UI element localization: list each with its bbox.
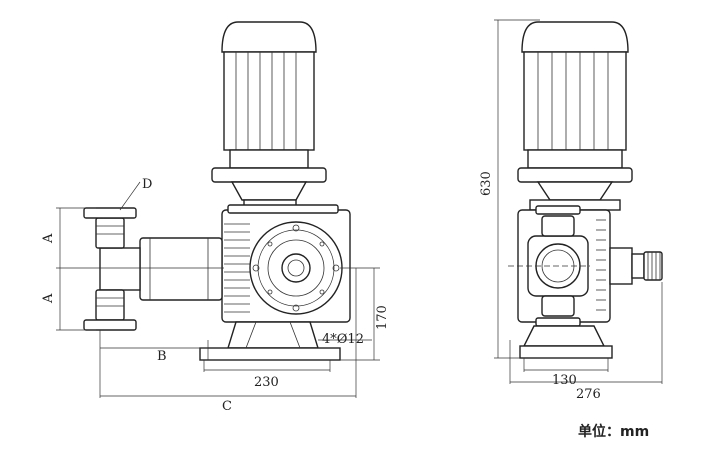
label-d: D	[142, 177, 152, 192]
motor-left	[211, 21, 327, 211]
dimensions-left	[56, 181, 380, 398]
dim-130: 130	[552, 373, 577, 388]
label-a-bottom: A	[41, 293, 56, 304]
dim-276: 276	[576, 387, 601, 402]
pump-head-left	[83, 207, 223, 331]
bolt-holes: 4*Ø12	[322, 332, 364, 347]
labels-left: D A A B C 230 170 4*Ø12	[41, 177, 390, 414]
gearbox-left	[221, 204, 351, 323]
right-view: 630 130 276	[479, 19, 663, 402]
dim-170: 170	[375, 305, 390, 330]
motor-right	[517, 21, 633, 211]
left-view: D A A B C 230 170 4*Ø12	[41, 21, 390, 414]
unit-label: 单位：mm	[578, 423, 649, 440]
label-c: C	[222, 399, 232, 414]
base-right	[519, 325, 613, 359]
label-a-top: A	[41, 233, 56, 244]
dim-630: 630	[479, 171, 494, 196]
labels-right: 630 130 276	[479, 171, 601, 402]
dimensions-right	[494, 19, 663, 384]
dim-230: 230	[254, 375, 279, 390]
base-left	[199, 321, 341, 361]
label-b: B	[157, 349, 167, 364]
